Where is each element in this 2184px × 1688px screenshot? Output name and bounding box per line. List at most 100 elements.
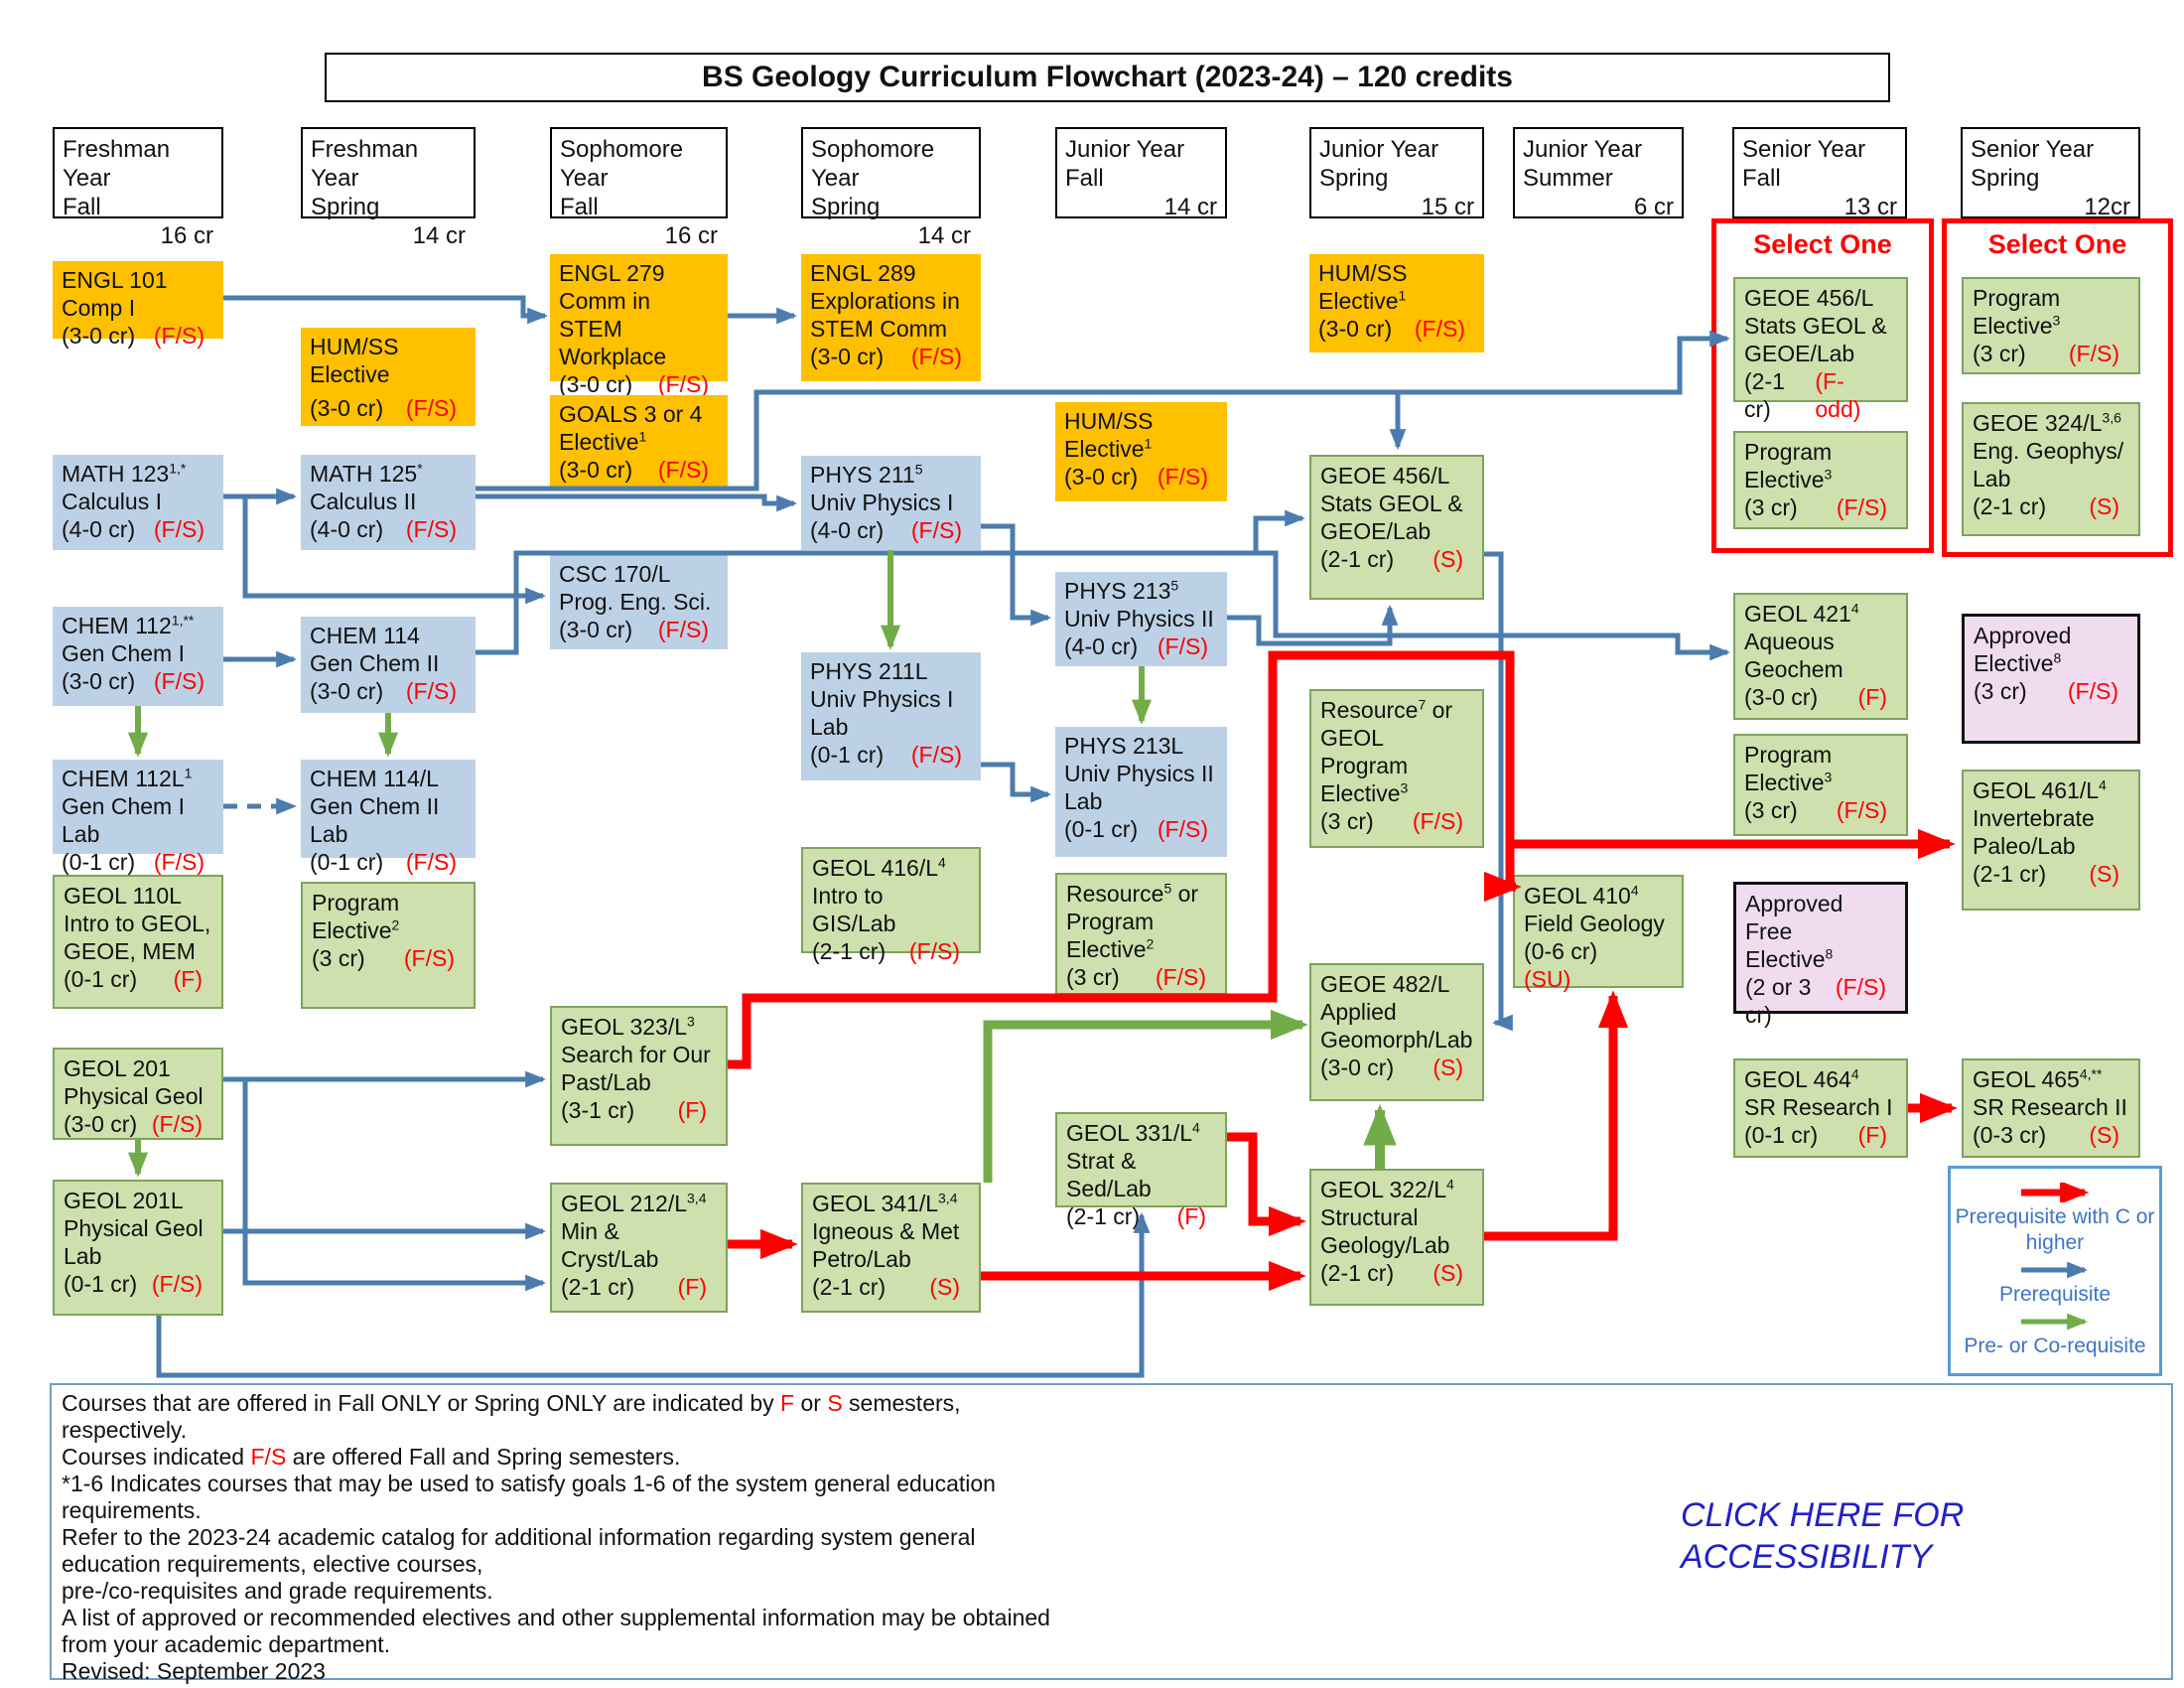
course-line: Lab (1064, 788, 1103, 814)
legend-item-green: Pre- or Co-requisite (1964, 1312, 2146, 1359)
footnote-text: S (827, 1390, 843, 1416)
course-line: Calculus II (310, 489, 417, 514)
course-semester: (F-odd) (1815, 368, 1861, 422)
course-credits: (0-1 cr) (62, 849, 136, 875)
course-line: Gen Chem I (62, 640, 185, 666)
course-semester: (F/S) (153, 668, 205, 694)
course-line: GEOL 341/L3,4 (812, 1190, 958, 1216)
footnote-line: *1-6 Indicates courses that may be used … (62, 1471, 2161, 1497)
footnote-text: Courses indicated (62, 1444, 251, 1470)
course-line: Program (1066, 909, 1155, 934)
course-line: Aqueous (1744, 629, 1835, 654)
course-credits: (3 cr) (312, 945, 365, 971)
course-credits-line: (0-1 cr)(F/S) (310, 848, 467, 876)
course-line: CHEM 1121,** (62, 612, 195, 638)
course-credits-line: (0-1 cr)(F/S) (64, 1270, 212, 1298)
header-line2: Spring (1319, 165, 1389, 192)
footnote-text: F (780, 1390, 795, 1416)
course-line: GEOE/Lab (1744, 341, 1855, 366)
course-credits: (3-0 cr) (559, 617, 633, 642)
course-line: GEOL 331/L4 (1066, 1119, 1200, 1146)
course-line: Univ Physics II (1064, 761, 1214, 786)
course-line: Past/Lab (561, 1069, 651, 1095)
course-credits-line: (3-0 cr)(F/S) (62, 322, 214, 350)
course-credits-line: (0-1 cr)(F/S) (62, 848, 214, 876)
course-line: CHEM 114/L (310, 766, 439, 791)
course-line: STEM Comm (810, 316, 947, 342)
course-credits: (3-0 cr) (310, 678, 384, 704)
footnote-text: Revised: September 2023 (62, 1658, 326, 1684)
course-credits: (3 cr) (1973, 341, 2026, 366)
course-line: CHEM 112L1 (62, 765, 193, 791)
course-credits-line: (3-0 cr)(F/S) (62, 667, 214, 695)
course-semester: (F/S) (657, 617, 709, 642)
course-credits-line: (3-0 cr)(F/S) (1318, 315, 1475, 343)
header-credits: 14 cr (412, 222, 466, 249)
course-line: HUM/SS Elective (310, 334, 399, 387)
course-line: PHYS 2135 (1064, 577, 1179, 604)
course-line: HUM/SS (1064, 408, 1154, 434)
footnote-line: pre-/co-requisites and grade requirement… (62, 1578, 2161, 1605)
course-semester: (F/S) (1157, 464, 1208, 490)
footnote-line: Courses indicated F/S are offered Fall a… (62, 1444, 2161, 1471)
footnotes: Courses that are offered in Fall ONLY or… (50, 1383, 2173, 1684)
course-line: Prog. Eng. Sci. (559, 589, 712, 615)
course-credits: (2-1 cr) (1066, 1203, 1141, 1229)
course-credits-line: (3-0 cr)(F/S) (310, 394, 467, 422)
header-line2: Fall (1742, 165, 1781, 192)
course-credits-line: (3 cr)(F/S) (1320, 807, 1473, 835)
header-line2: Fall (63, 194, 101, 220)
course-credits: (0-1 cr) (1744, 1122, 1819, 1148)
header-line1: Sophomore Year (560, 136, 684, 192)
course-line: Petro/Lab (812, 1246, 911, 1272)
course-semester: (F) (677, 1097, 707, 1123)
blue-arrow (1484, 551, 1513, 1032)
course-semester: (F) (173, 966, 203, 992)
blue-arrow-icon (2021, 1261, 2089, 1279)
course-semester: (F) (677, 1274, 707, 1300)
course-semester: (F/S) (405, 678, 457, 704)
course-credits-line: (3-0 cr)(F/S) (559, 370, 719, 398)
legend-label: Prerequisite with C or higher (1955, 1205, 2155, 1254)
course-credits: (2-1 cr) (561, 1274, 635, 1300)
course-credits-line: (3-0 cr) (F/S) (559, 616, 719, 643)
course-credits: (3 cr) (1744, 797, 1798, 823)
course-line: Igneous & Met (812, 1218, 960, 1244)
course-semester: (F/S) (153, 516, 205, 542)
course-credits-line: (2-1 cr)(S) (1320, 1259, 1473, 1287)
course-semester: (F/S) (1157, 816, 1208, 842)
course-line: CHEM 114 (310, 623, 420, 648)
course-line: Gen Chem I Lab (62, 793, 185, 847)
footnote-text: pre-/co-requisites and grade requirement… (62, 1578, 493, 1604)
course-semester: (F/S) (657, 371, 709, 397)
course-line: GEOE 456/L (1320, 463, 1450, 489)
header-credits: 16 cr (160, 222, 213, 249)
course-semester: (S) (929, 1274, 960, 1300)
course-credits: (4-0 cr) (810, 517, 885, 543)
course-semester: (F/S) (910, 517, 962, 543)
course-credits: (0-1 cr) (64, 1271, 138, 1297)
blue-arrow (1253, 509, 1306, 553)
red-arrow (1484, 990, 1629, 1241)
legend-label: Pre- or Co-requisite (1964, 1335, 2146, 1357)
course-credits: (3-0 cr) (1064, 464, 1139, 490)
course-line: GEOE, MEM (64, 938, 196, 964)
course-credits-line: (0-3 cr)(S) (1973, 1121, 2129, 1149)
footnote-line: requirements. (62, 1497, 2161, 1524)
accessibility-link[interactable]: CLICK HERE FOR ACCESSIBILITY (1681, 1494, 1964, 1578)
course-credits: (3-1 cr) (561, 1097, 635, 1123)
